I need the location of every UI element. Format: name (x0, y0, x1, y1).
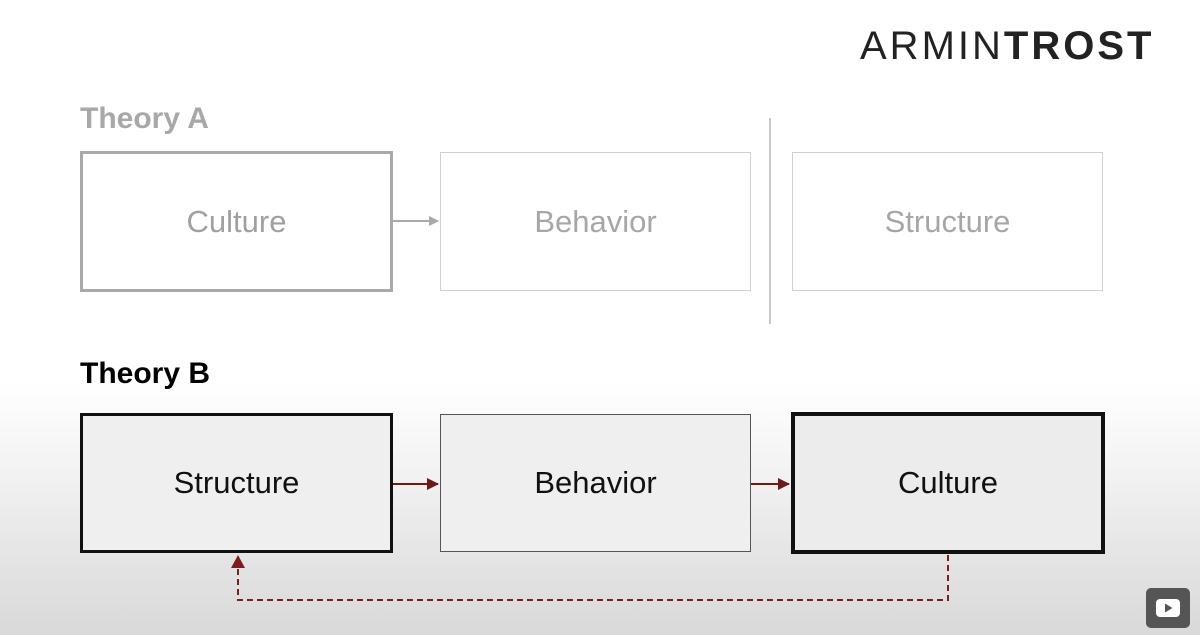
theory-a-behavior-box: Behavior (440, 152, 751, 291)
theory-b-behavior-label: Behavior (534, 465, 657, 500)
theory-b-culture-label: Culture (898, 465, 998, 500)
theory-b-structure-label: Structure (173, 465, 300, 500)
brand-logo-bold: TROST (1003, 24, 1155, 68)
theory-a-culture-label: Culture (186, 203, 287, 239)
theory-a-culture-box: Culture (80, 151, 393, 292)
youtube-play-button[interactable] (1146, 588, 1190, 628)
brand-logo-light: ARMIN (860, 24, 1004, 68)
theory-b-feedback-arrow (231, 555, 949, 601)
theory-a-structure-label: Structure (884, 203, 1011, 239)
youtube-play-icon (1156, 599, 1180, 617)
theory-a-structure-box: Structure (792, 152, 1103, 291)
theory-b-title: Theory B (80, 357, 211, 390)
theory-a-behavior-label: Behavior (534, 203, 657, 239)
theory-b-structure-box: Structure (80, 413, 393, 553)
theory-a-divider (769, 118, 771, 324)
theory-b-culture-box: Culture (791, 412, 1105, 554)
theory-b-behavior-box: Behavior (440, 414, 751, 552)
brand-logo: ARMINTROST (860, 26, 1154, 66)
theory-a-title: Theory A (80, 102, 209, 135)
